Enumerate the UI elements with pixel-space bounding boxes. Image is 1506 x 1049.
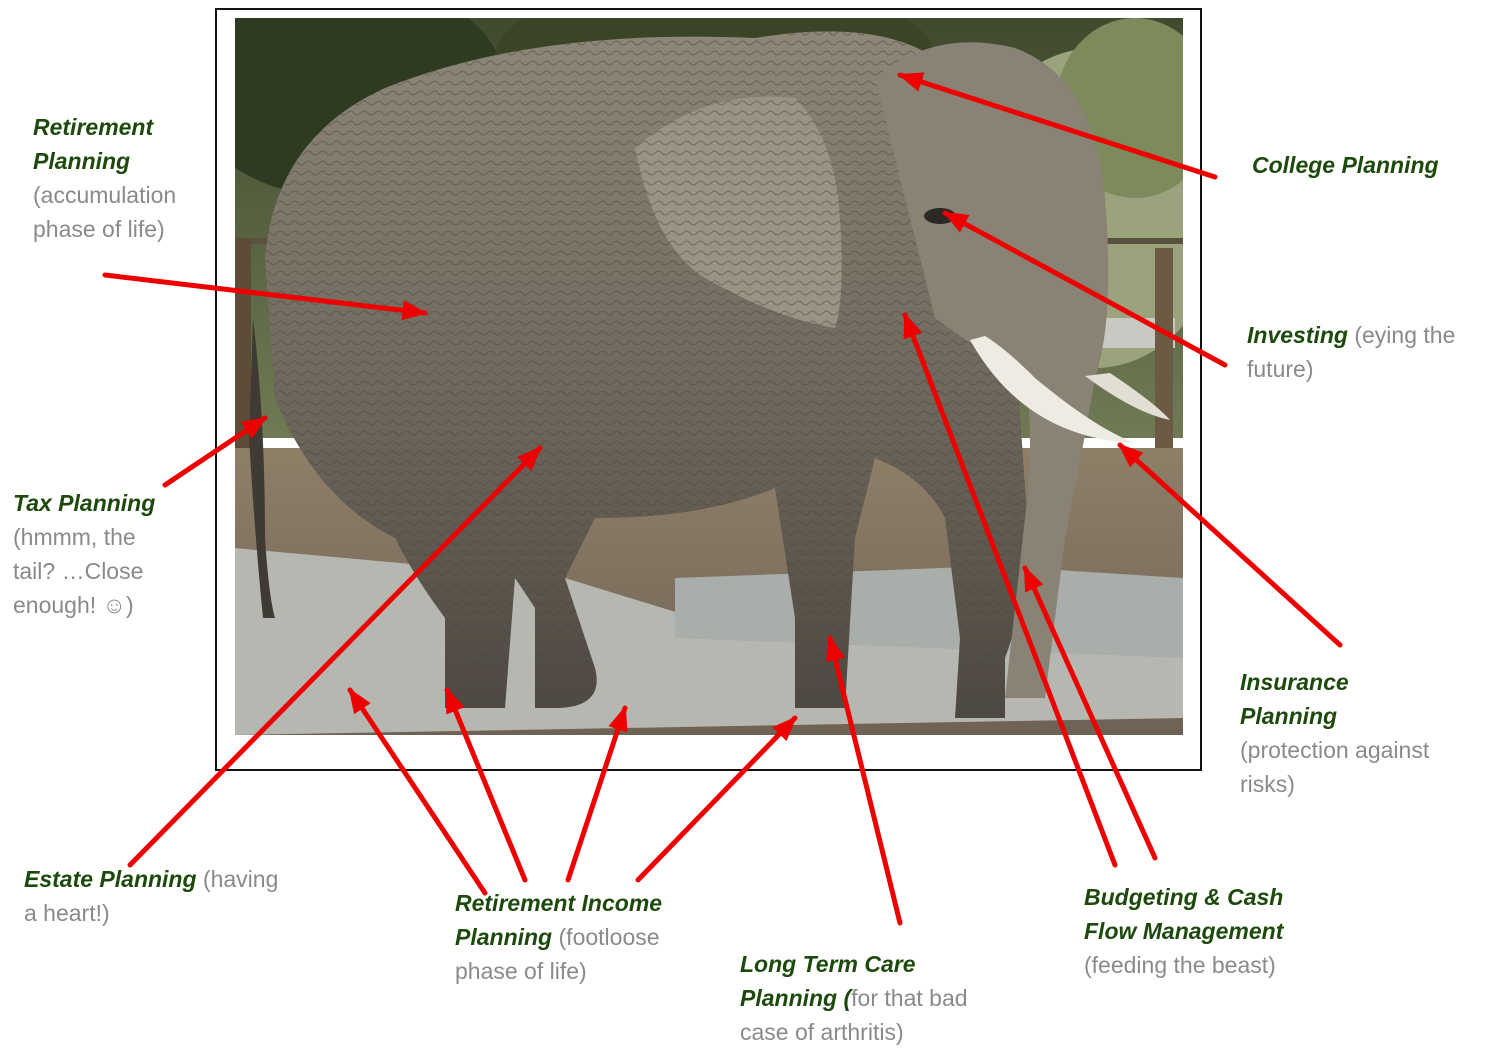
tax-planning-note-2: tail? …Close [13,558,143,584]
label-tax-planning: Tax Planning (hmmm, the tail? …Close eno… [13,486,155,622]
tax-planning-note-3: enough! ☺) [13,592,134,618]
elephant-photo [235,18,1183,735]
retirement-income-note-1: (footloose [552,924,659,950]
retirement-income-note-2: phase of life) [455,958,587,984]
retirement-planning-title-2: Planning [33,148,130,174]
label-long-term-care-planning: Long Term Care Planning (for that bad ca… [740,947,968,1049]
label-college-planning: College Planning [1252,148,1439,182]
insurance-planning-title-2: Planning [1240,703,1337,729]
long-term-care-title-2: Planning ( [740,985,851,1011]
college-planning-title: College Planning [1252,152,1439,178]
retirement-planning-note-2: phase of life) [33,216,165,242]
estate-planning-note-1: (having [197,866,279,892]
investing-note-1: (eying the [1348,322,1455,348]
estate-planning-note-2: a heart!) [24,900,110,926]
investing-title: Investing [1247,322,1348,348]
insurance-planning-title-1: Insurance [1240,669,1349,695]
retirement-planning-title-1: Retirement [33,114,153,140]
long-term-care-note-2: case of arthritis) [740,1019,904,1045]
tax-planning-note-1: (hmmm, the [13,524,136,550]
label-retirement-income-planning: Retirement Income Planning (footloose ph… [455,886,662,988]
investing-note-2: future) [1247,356,1313,382]
insurance-planning-note-2: risks) [1240,771,1295,797]
retirement-income-title-1: Retirement Income [455,890,662,916]
tax-planning-title: Tax Planning [13,490,155,516]
insurance-planning-note-1: (protection against [1240,737,1429,763]
label-estate-planning: Estate Planning (having a heart!) [24,862,278,930]
long-term-care-title-1: Long Term Care [740,951,916,977]
label-investing: Investing (eying the future) [1247,318,1455,386]
label-retirement-planning: Retirement Planning (accumulation phase … [33,110,176,246]
retirement-planning-note-1: (accumulation [33,182,176,208]
budgeting-note-1: (feeding the beast) [1084,952,1276,978]
label-insurance-planning: Insurance Planning (protection against r… [1240,665,1429,801]
retirement-income-title-2: Planning [455,924,552,950]
estate-planning-title: Estate Planning [24,866,197,892]
budgeting-title-2: Flow Management [1084,918,1283,944]
label-budgeting-cash-flow: Budgeting & Cash Flow Management (feedin… [1084,880,1283,982]
long-term-care-note-1: for that bad [851,985,967,1011]
budgeting-title-1: Budgeting & Cash [1084,884,1283,910]
